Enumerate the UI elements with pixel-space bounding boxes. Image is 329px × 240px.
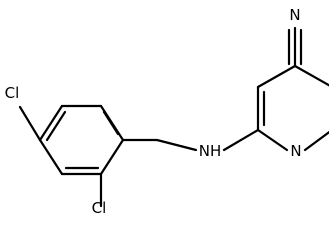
amine-linker	[121, 128, 260, 152]
molecule-diagram: N NH N Cl Cl	[5, 6, 329, 217]
chlorine-ortho-label: Cl	[92, 199, 107, 217]
amine-nh-label: NH	[199, 142, 222, 160]
nitrile-triple-bond	[287, 26, 303, 68]
chlorine-para-label: Cl	[5, 84, 20, 102]
structure-canvas: N NH N Cl Cl	[5, 6, 329, 217]
dichlorophenyl-ring	[18, 104, 125, 208]
nitrile-n-label: N	[289, 6, 300, 24]
ring-n-label: N	[290, 142, 301, 160]
pyridine-ring	[256, 64, 329, 152]
